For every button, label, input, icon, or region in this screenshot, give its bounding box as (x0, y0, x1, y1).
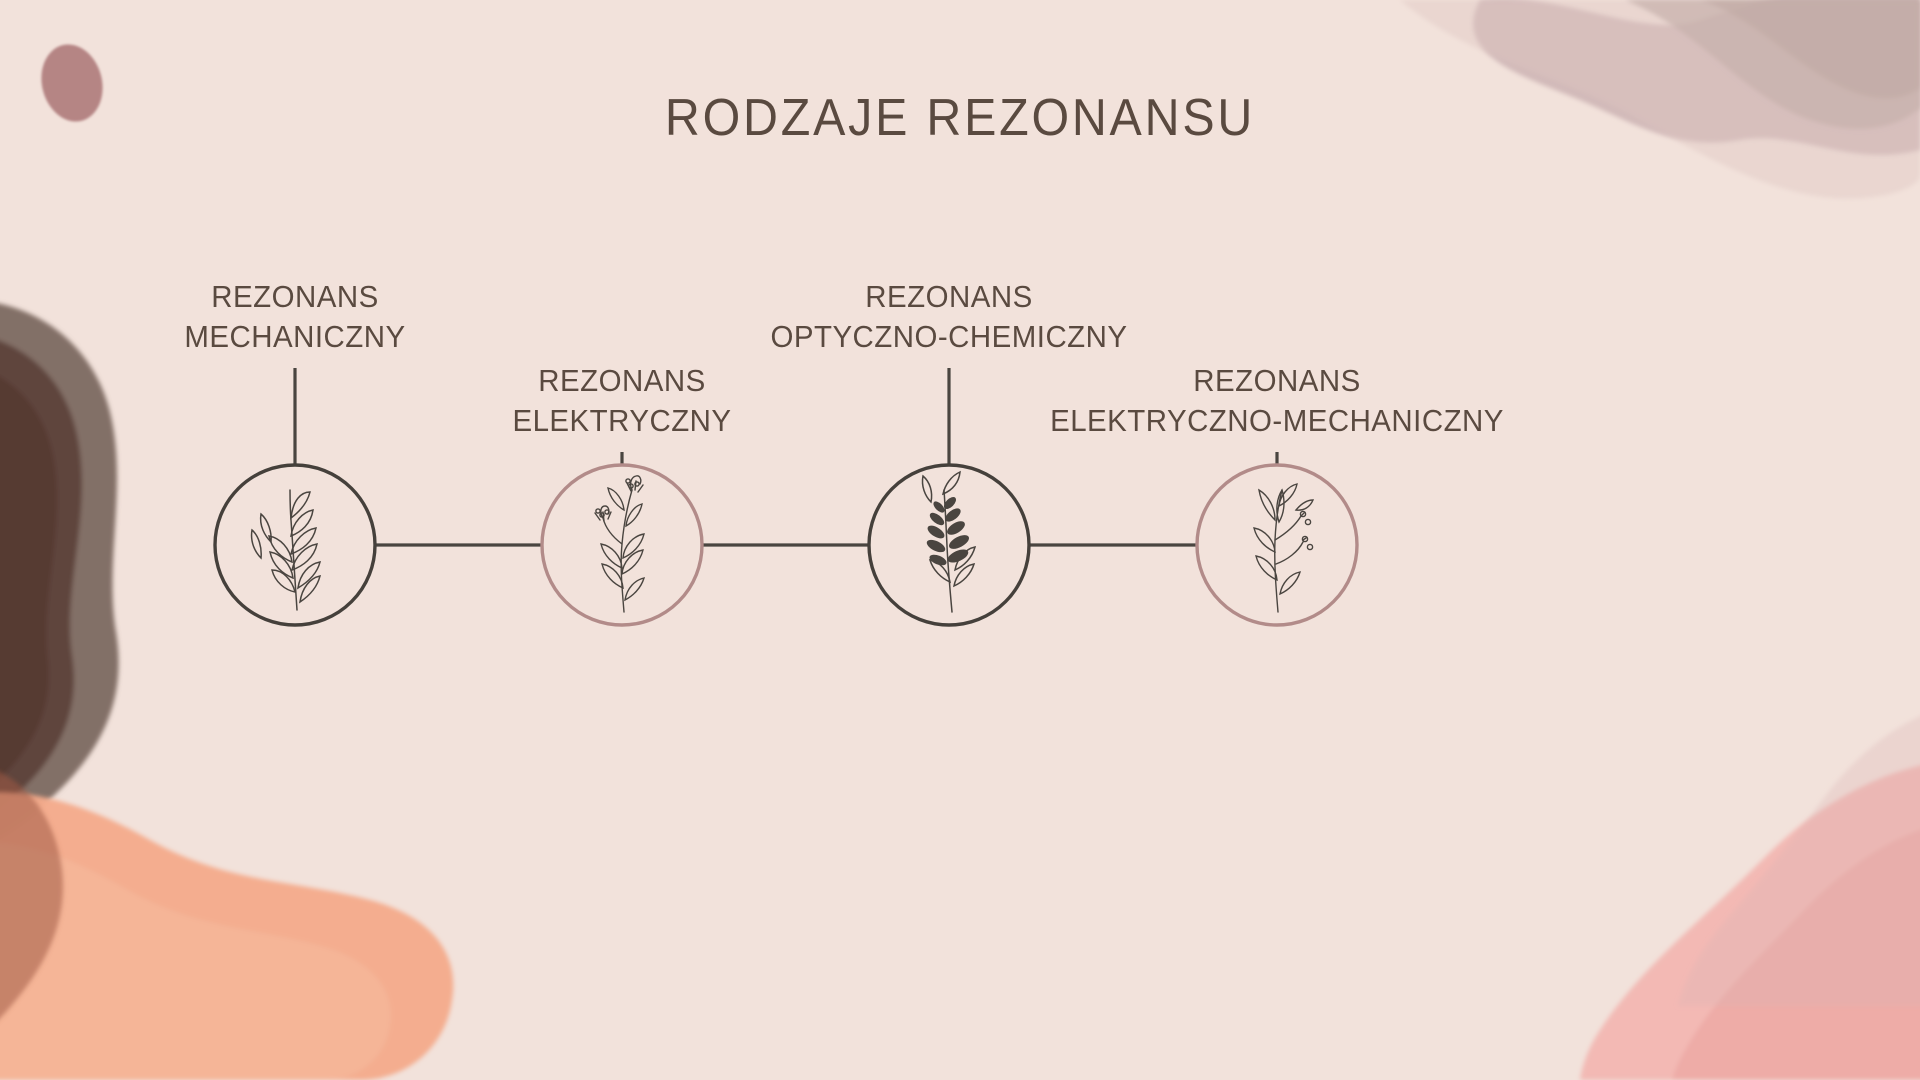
node-label-1-line1: REZONANS (211, 279, 379, 314)
node-circle-1[interactable] (213, 463, 377, 627)
botanical-sprig-icon (250, 489, 322, 611)
node-circle-3[interactable] (867, 463, 1031, 627)
node-circle-2[interactable] (540, 463, 704, 627)
botanical-sprig-icon (921, 470, 977, 613)
page-title: RODZAJE REZONANSU (664, 89, 1256, 147)
node-label-2-line1: REZONANS (538, 363, 706, 398)
node-label-2: REZONANS ELEKTRYCZNY (432, 361, 812, 442)
node-label-4-line2: ELEKTRYCZNO-MECHANICZNY (1050, 403, 1504, 439)
node-label-4-line1: REZONANS (1193, 363, 1361, 398)
node-label-3-line2: OPTYCZNO-CHEMICZNY (770, 319, 1128, 355)
botanical-sprig-icon (594, 475, 646, 613)
botanical-sprig-icon (1253, 483, 1315, 613)
node-label-3-line1: REZONANS (865, 279, 1033, 314)
node-label-2-line2: ELEKTRYCZNY (512, 403, 732, 439)
node-label-1: REZONANS MECHANICZNY (105, 277, 485, 358)
node-label-3: REZONANS OPTYCZNO-CHEMICZNY (712, 277, 1187, 358)
node-label-4: REZONANS ELEKTRYCZNO-MECHANICZNY (992, 361, 1562, 442)
node-label-1-line2: MECHANICZNY (184, 319, 406, 355)
node-circle-4[interactable] (1195, 463, 1359, 627)
